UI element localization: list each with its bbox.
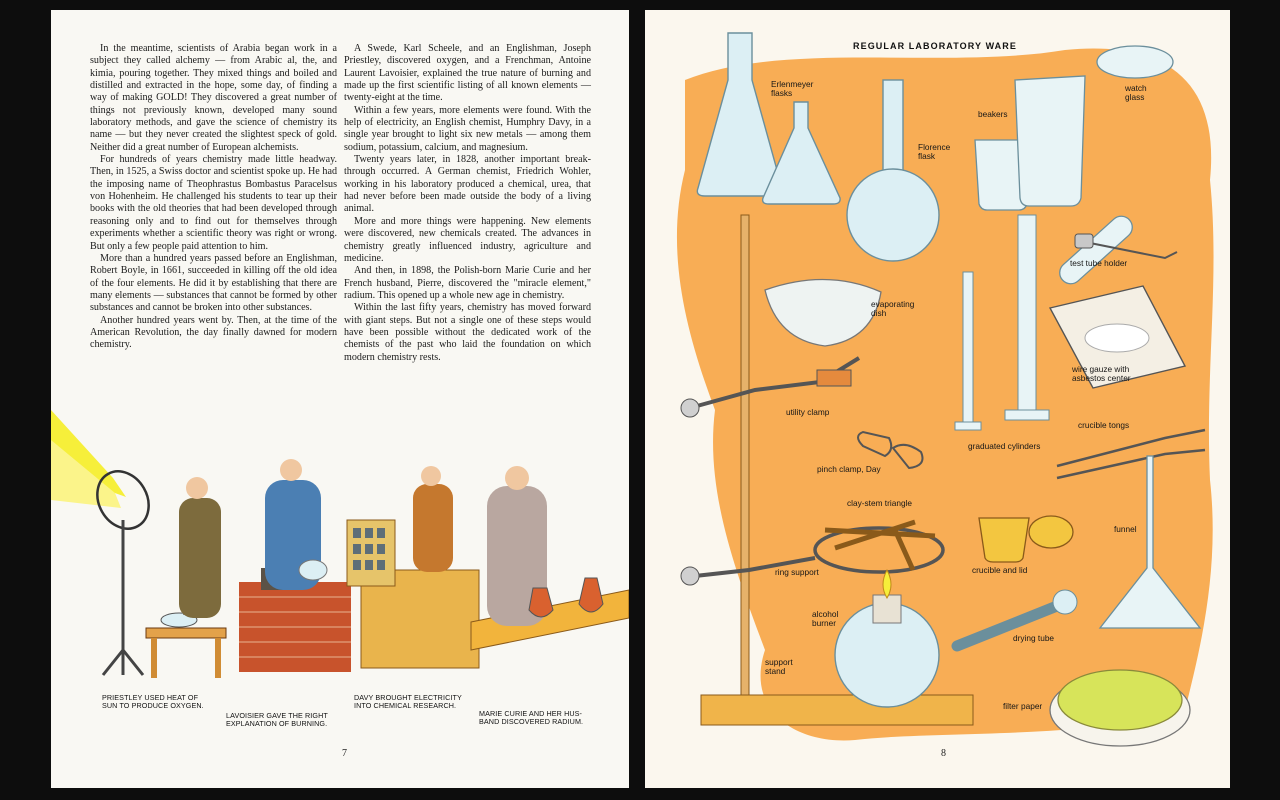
label-erlenmeyer-flasks: Erlenmeyer flasks: [771, 79, 814, 99]
label-evaporating-dish: evaporating dish: [871, 299, 915, 319]
paragraph: In the meantime, scientists of Arabia be…: [90, 43, 337, 153]
pinch-clamp-icon: [857, 430, 924, 470]
clay-stem-triangle-icon: [824, 519, 936, 572]
paragraph: A Swede, Karl Scheele, and an Englishman…: [344, 43, 591, 104]
label-support-stand: support stand: [765, 657, 793, 677]
caption-priestley: PRIESTLEY USED HEAT OF SUN TO PRODUCE OX…: [102, 693, 204, 711]
left-page: In the meantime, scientists of Arabia be…: [51, 10, 629, 788]
page-number: 8: [941, 748, 946, 759]
label-utility-clamp: utility clamp: [786, 407, 830, 417]
label-alcohol-burner: alcohol burner: [812, 609, 839, 629]
label-florence-flask: Florence flask: [918, 142, 951, 162]
beaker-icon: [1014, 75, 1086, 207]
label-funnel: funnel: [1114, 524, 1137, 534]
stool-icon: [145, 627, 227, 639]
label-graduated-cylinders: graduated cylinders: [968, 441, 1041, 451]
label-clay-stem-triangle: clay-stem triangle: [847, 498, 913, 508]
caption-lavoisier: LAVOISIER GAVE THE RIGHT EXPLANATION OF …: [226, 711, 328, 729]
filter-paper-icon: [1057, 669, 1183, 731]
label-pinch-clamp: pinch clamp, Day: [817, 464, 881, 474]
caption-davy: DAVY BROUGHT ELECTRICITY INTO CHEMICAL R…: [354, 693, 462, 711]
support-stand-base-icon: [700, 694, 974, 726]
paragraph: For hundreds of years chemistry made lit…: [90, 154, 337, 252]
paragraph: Within the last fifty years, chemistry h…: [344, 302, 591, 363]
graduated-cylinder-icon: [962, 271, 974, 423]
flask-icon: [578, 577, 604, 613]
paragraph: Another hundred years went by. Then, at …: [90, 314, 337, 351]
evaporating-dish-icon: [764, 278, 882, 347]
page-title: REGULAR LABORATORY WARE: [853, 41, 1017, 51]
ring-support-icon: [813, 526, 945, 574]
funnel-icon: [1098, 455, 1202, 629]
text-column-2: A Swede, Karl Scheele, and an Englishman…: [344, 43, 591, 364]
page-number: 7: [342, 748, 347, 759]
chemists-illustration: [51, 410, 629, 678]
paragraph: More than a hundred years passed before …: [90, 252, 337, 314]
label-drying-tube: drying tube: [1013, 633, 1055, 643]
flame-icon: [882, 568, 892, 599]
paragraph: More and more things were happening. New…: [344, 215, 591, 264]
label-ring-support: ring support: [775, 567, 819, 577]
davy-figure: [413, 484, 453, 572]
crucible-lid-icon: [1028, 515, 1074, 549]
retort-icon: [298, 559, 328, 581]
label-beakers: beakers: [978, 109, 1008, 119]
florence-flask-icon: [846, 168, 940, 262]
watch-glass-icon: [1096, 45, 1174, 79]
label-crucible-tongs: crucible tongs: [1078, 420, 1130, 430]
crucible-tongs-icon: [1056, 428, 1206, 480]
erlenmeyer-flask-icon: [761, 101, 841, 205]
support-stand-rod: [740, 214, 750, 706]
test-tube-holder-icon: [1084, 241, 1178, 260]
label-test-tube-holder: test tube holder: [1070, 258, 1128, 268]
label-wire-gauze: wire gauze with asbestos center: [1072, 364, 1131, 384]
paragraph: And then, in 1898, the Polish-born Marie…: [344, 265, 591, 301]
drying-tube-icon: [951, 600, 1063, 652]
text-column-1: In the meantime, scientists of Arabia be…: [90, 43, 337, 352]
caption-curie: MARIE CURIE AND HER HUS- BAND DISCOVERED…: [479, 709, 584, 727]
graduated-cylinder-icon: [1017, 214, 1037, 411]
priestley-figure: [179, 498, 221, 618]
lab-ware-illustration: [676, 32, 1214, 747]
label-crucible-and-lid: crucible and lid: [972, 565, 1028, 575]
paragraph: Within a few years, more elements were f…: [344, 104, 591, 153]
label-filter-paper: filter paper: [1003, 701, 1043, 711]
florence-flask-neck: [882, 79, 904, 181]
orange-background: [676, 48, 1214, 741]
flask-icon: [528, 587, 554, 618]
crucible-icon: [978, 517, 1030, 563]
sun-ray-icon: [51, 440, 121, 508]
burning-lens-icon: [96, 470, 150, 530]
paragraph: Twenty years later, in 1828, another imp…: [344, 154, 591, 215]
right-page: REGULAR LABORATORY WARE Erlenmeyer flask…: [645, 10, 1230, 788]
label-watch-glass: watch glass: [1125, 83, 1147, 103]
